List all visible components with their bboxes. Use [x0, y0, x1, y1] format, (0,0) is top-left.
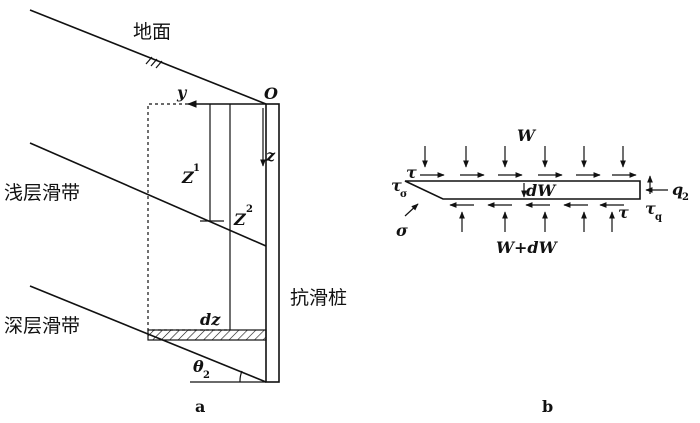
soil-slice: [404, 180, 641, 200]
dz-label: dz: [200, 310, 221, 329]
y-axis-label: y: [176, 83, 188, 102]
anti-slide-pile: [265, 103, 280, 383]
sigma-label: σ: [396, 221, 408, 240]
theta-label: θ: [193, 357, 204, 376]
caption-a: a: [195, 397, 205, 416]
z2-label: Z: [233, 210, 247, 229]
tau-q-label: τ: [645, 199, 656, 218]
pile-label: 抗滑桩: [290, 287, 347, 309]
sigma-arrow: [404, 203, 419, 217]
z2-subscript: 2: [246, 204, 253, 215]
origin-label: O: [264, 84, 278, 103]
shallow-slip-band: [29, 142, 267, 247]
theta-arc: [239, 370, 243, 383]
panel-b: W τ dW τ: [391, 126, 689, 416]
ground-line: [29, 9, 267, 105]
tau-q-subscript: q: [655, 212, 662, 223]
q2-label: q: [672, 180, 683, 199]
deep-band-label: 深层滑带: [4, 315, 80, 337]
z-axis-label: z: [265, 146, 276, 165]
w-plus-dw-label: W+dW: [496, 238, 559, 257]
dz-element: [147, 329, 267, 341]
caption-b: b: [542, 397, 553, 416]
w-arrows: [422, 146, 626, 168]
tau-top-label: τ: [406, 163, 417, 182]
panel-a: 地面 浅层滑带 深层滑带 抗滑桩 O y z Z 1 Z 2 dz θ: [4, 9, 347, 416]
dw-label: dW: [526, 181, 557, 200]
tau-bottom-label: τ: [618, 203, 629, 222]
theta-subscript: 2: [203, 370, 210, 381]
tau-sigma-subscript: σ: [400, 189, 407, 200]
w-label: W: [517, 126, 537, 145]
z1-subscript: 1: [193, 163, 200, 174]
shallow-band-label: 浅层滑带: [4, 182, 80, 204]
tau-sigma-label: τ: [391, 176, 402, 195]
dashed-boundary: [147, 103, 230, 331]
z1-label: Z: [181, 168, 195, 187]
ground-hatch-icon: [145, 56, 163, 69]
ground-label: 地面: [133, 21, 171, 43]
q2-subscript: 2: [682, 192, 689, 203]
w-plus-dw-arrows: [459, 211, 615, 232]
